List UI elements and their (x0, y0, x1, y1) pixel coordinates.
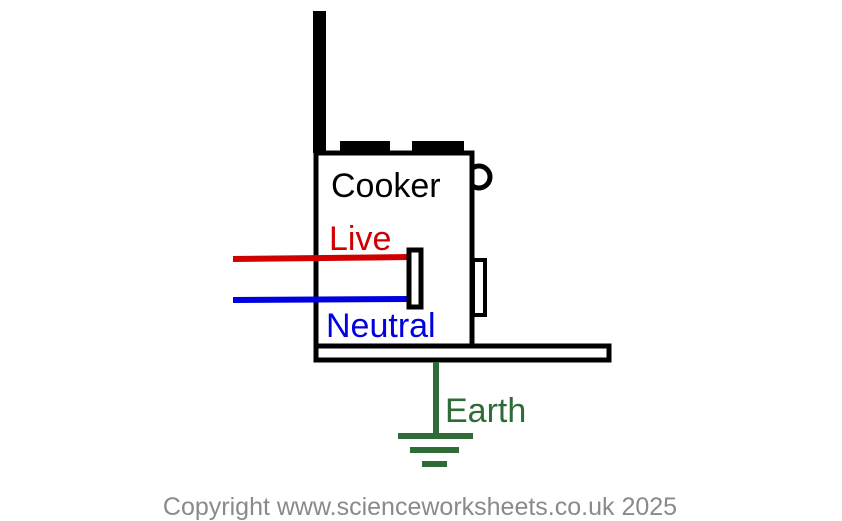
neutral-label: Neutral (326, 307, 436, 345)
live-wire (232, 254, 412, 262)
hob-burner-left (340, 141, 390, 153)
hob-burner-right (412, 141, 464, 153)
earth-label: Earth (445, 392, 526, 430)
base-plate (313, 343, 612, 363)
copyright-notice: Copyright www.scienceworksheets.co.uk 20… (163, 493, 677, 521)
cooker-body (313, 150, 475, 349)
neutral-wire (232, 296, 412, 303)
cooker-label: Cooker (331, 167, 441, 205)
terminal-block (406, 247, 424, 310)
live-label: Live (329, 220, 391, 258)
oven-door-handle (471, 258, 487, 317)
wall-line (313, 11, 326, 153)
